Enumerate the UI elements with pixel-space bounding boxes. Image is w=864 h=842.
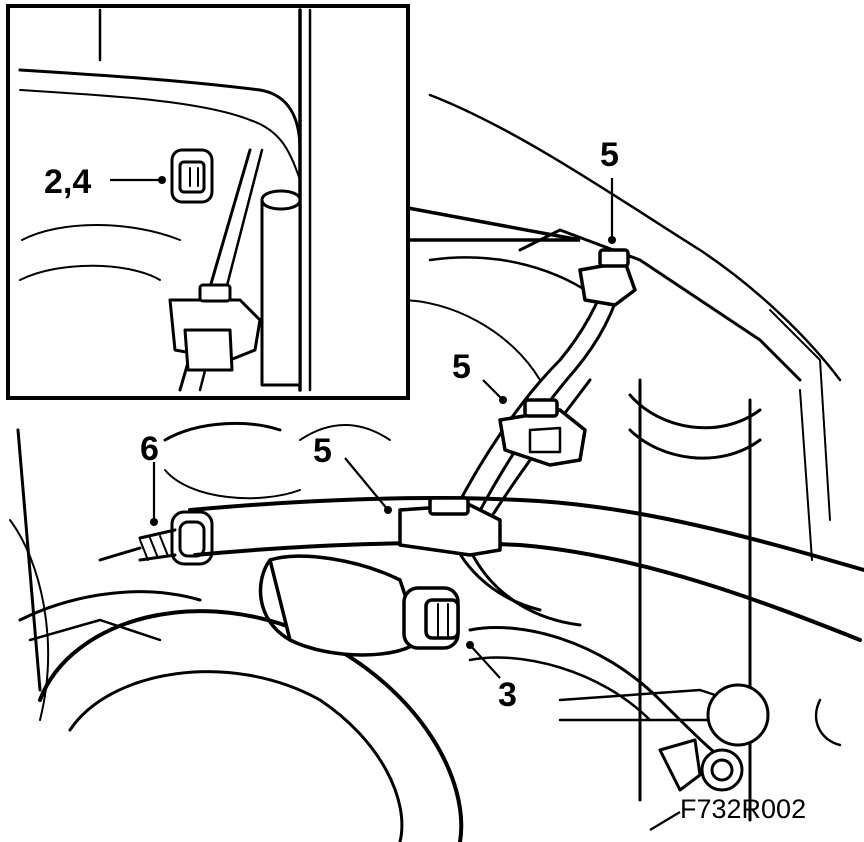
clip-middle — [498, 398, 587, 467]
sensor-cylinder — [258, 554, 422, 657]
hose-fitting — [98, 510, 214, 566]
callout-clip-middle: 5 — [452, 348, 471, 386]
clip-lower — [398, 496, 502, 557]
callout-bolt-main: 3 — [498, 676, 517, 714]
callout-bolt-inset: 2,4 — [44, 163, 91, 201]
callout-clip-top: 5 — [600, 136, 619, 174]
inset-detail — [6, 4, 581, 400]
callout-fitting: 6 — [140, 430, 159, 468]
bushing — [658, 683, 770, 792]
callout-leaders — [110, 178, 681, 831]
figure-id: F732R002 — [680, 794, 806, 824]
clip-top — [578, 248, 637, 307]
mounting-bolt — [402, 586, 460, 650]
callout-clip-lower: 5 — [313, 432, 332, 470]
main-hose — [188, 496, 864, 642]
callout-dots — [150, 176, 616, 649]
